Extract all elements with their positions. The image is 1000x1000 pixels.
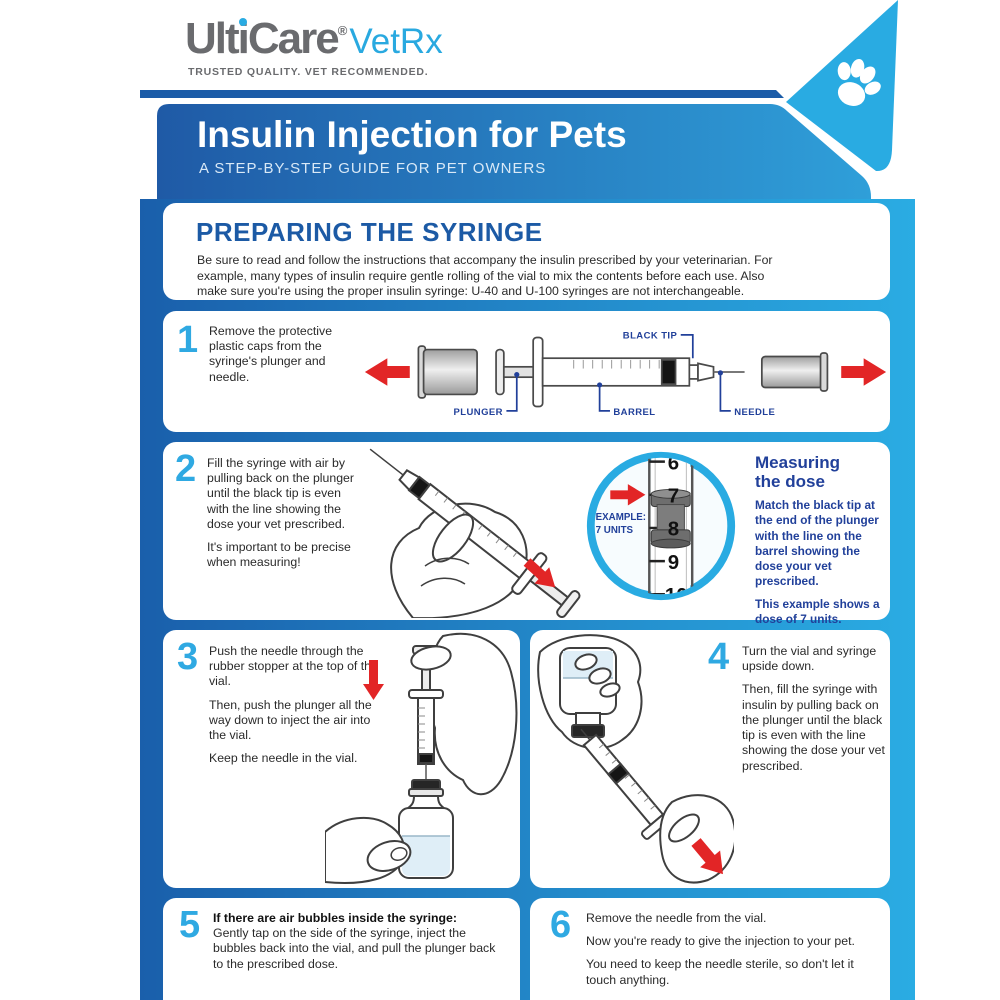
- pull-arrow-icon: [523, 558, 556, 588]
- brand-suffix: VetRx: [349, 22, 443, 61]
- measuring-the-dose-block: Measuring the dose Match the black tip a…: [755, 453, 885, 627]
- right-arrow-icon: [841, 358, 887, 386]
- intro-card: PREPARING THE SYRINGE Be sure to read an…: [163, 203, 890, 300]
- plunger-stopper-illustration: [650, 488, 691, 549]
- svg-text:9: 9: [668, 551, 679, 574]
- step-2-card: 2 Fill the syringe with air by pulling b…: [163, 442, 890, 626]
- paw-print-icon: [837, 58, 881, 106]
- plunger-label: PLUNGER: [454, 407, 503, 418]
- step-6-card: 6 Remove the needle from the vial. Now y…: [530, 898, 890, 1000]
- step-6-paragraph: Remove the needle from the vial.: [586, 911, 767, 925]
- brand-name: UltiCare: [185, 14, 340, 63]
- registered-mark: ®: [337, 23, 348, 38]
- ulticare-logo: UltiCare®VetRx: [185, 14, 443, 64]
- step-4-paragraph: Turn the vial and syringe upside down.: [742, 644, 877, 674]
- step-2-paragraph: It's important to be precise when measur…: [207, 540, 351, 570]
- dose-pointer-arrow-icon: [610, 484, 646, 506]
- dose-zoom-circle: 6 7 8 9 10 EXAMPLE: 7 UNITS: [586, 451, 736, 604]
- black-tip-illustration: [660, 359, 677, 385]
- plunger-cap-illustration: [417, 345, 478, 399]
- step-3-text: Push the needle through the rubber stopp…: [209, 644, 379, 775]
- step-3-number: 3: [177, 636, 199, 678]
- needle-label: NEEDLE: [734, 407, 775, 418]
- step-3-paragraph: Then, push the plunger all the way down …: [209, 697, 372, 743]
- push-down-arrow-icon: [363, 660, 384, 700]
- pull-arrow-icon: [691, 838, 723, 875]
- svg-text:8: 8: [668, 518, 679, 541]
- step-6-text: Remove the needle from the vial. Now you…: [586, 911, 882, 996]
- finger-grips: [574, 653, 621, 698]
- svg-text:7 UNITS: 7 UNITS: [596, 525, 634, 536]
- svg-text:EXAMPLE:: EXAMPLE:: [596, 512, 646, 523]
- step-1-paragraph: Remove the protective plastic caps from …: [209, 324, 333, 384]
- step-4-text: Turn the vial and syringe upside down. T…: [742, 644, 888, 782]
- step-2-number: 2: [175, 448, 197, 490]
- step-5-lead: If there are air bubbles inside the syri…: [213, 911, 457, 925]
- page-title: Insulin Injection for Pets: [197, 114, 627, 155]
- step-5-card: 5 If there are air bubbles inside the sy…: [163, 898, 520, 1000]
- barrel-label: BARREL: [613, 407, 655, 418]
- black-tip-label: BLACK TIP: [623, 330, 677, 341]
- svg-text:7: 7: [668, 485, 679, 508]
- step-3-paragraph: Push the needle through the rubber stopp…: [209, 644, 378, 689]
- page-subtitle: A STEP-BY-STEP GUIDE FOR PET OWNERS: [199, 160, 547, 177]
- diagram-labels: BLACK TIP PLUNGER BARREL NEEDLE: [454, 330, 775, 418]
- step-5-paragraph: Gently tap on the side of the syringe, i…: [213, 926, 496, 971]
- brand-tagline: TRUSTED QUALITY. VET RECOMMENDED.: [188, 66, 429, 78]
- hand-syringe-illustration: [369, 448, 581, 618]
- example-label: EXAMPLE: 7 UNITS: [596, 512, 646, 536]
- svg-text:6: 6: [668, 451, 679, 474]
- unit-scale-numbers: 6 7 8 9 10: [665, 451, 688, 604]
- syringe-illustration: [495, 336, 745, 408]
- measuring-body: Match the black tip at the end of the pl…: [755, 498, 879, 588]
- step-6-paragraph: You need to keep the needle sterile, so …: [586, 957, 854, 987]
- step-5-text: If there are air bubbles inside the syri…: [213, 911, 505, 980]
- syringe-into-vial-illustration: [325, 632, 518, 884]
- left-arrow-icon: [364, 358, 410, 386]
- step-4-number: 4: [708, 636, 730, 678]
- section-heading: PREPARING THE SYRINGE: [196, 217, 543, 247]
- title-band: [157, 104, 871, 199]
- step-5-number: 5: [179, 904, 201, 946]
- label-dots: [514, 370, 724, 388]
- inverted-vial-syringe-illustration: [537, 634, 734, 884]
- top-accent-strip: [140, 90, 784, 98]
- step-3-paragraph: Keep the needle in the vial.: [209, 751, 358, 766]
- step-2-text: Fill the syringe with air by pulling bac…: [207, 456, 359, 579]
- svg-text:10: 10: [665, 584, 688, 604]
- insulin-guide-poster: UltiCare®VetRx TRUSTED QUALITY. VET RECO…: [140, 0, 915, 1000]
- step-1-card: 1 Remove the protective plastic caps fro…: [163, 311, 890, 432]
- needle-cap-illustration: [760, 352, 829, 392]
- step-4-paragraph: Then, fill the syringe with insulin by p…: [742, 682, 885, 773]
- measuring-heading: Measuring the dose: [755, 453, 841, 491]
- step-1-number: 1: [177, 319, 199, 361]
- step-6-paragraph: Now you're ready to give the injection t…: [586, 934, 855, 949]
- step-3-card: 3 Push the needle through the rubber sto…: [163, 630, 520, 888]
- section-intro-text: Be sure to read and follow the instructi…: [197, 253, 773, 299]
- step-6-number: 6: [550, 904, 572, 946]
- step-2-paragraph: Fill the syringe with air by pulling bac…: [207, 456, 354, 531]
- step-4-card: 4 Turn the vial and syringe upside down.…: [530, 630, 890, 888]
- vial-illustration: [398, 779, 454, 879]
- measuring-note: This example shows a dose of 7 units.: [755, 596, 880, 627]
- label-connectors: [506, 334, 731, 412]
- step-1-text: Remove the protective plastic caps from …: [209, 324, 369, 393]
- syringe-parts-diagram: BLACK TIP PLUNGER BARREL NEEDLE: [364, 330, 887, 418]
